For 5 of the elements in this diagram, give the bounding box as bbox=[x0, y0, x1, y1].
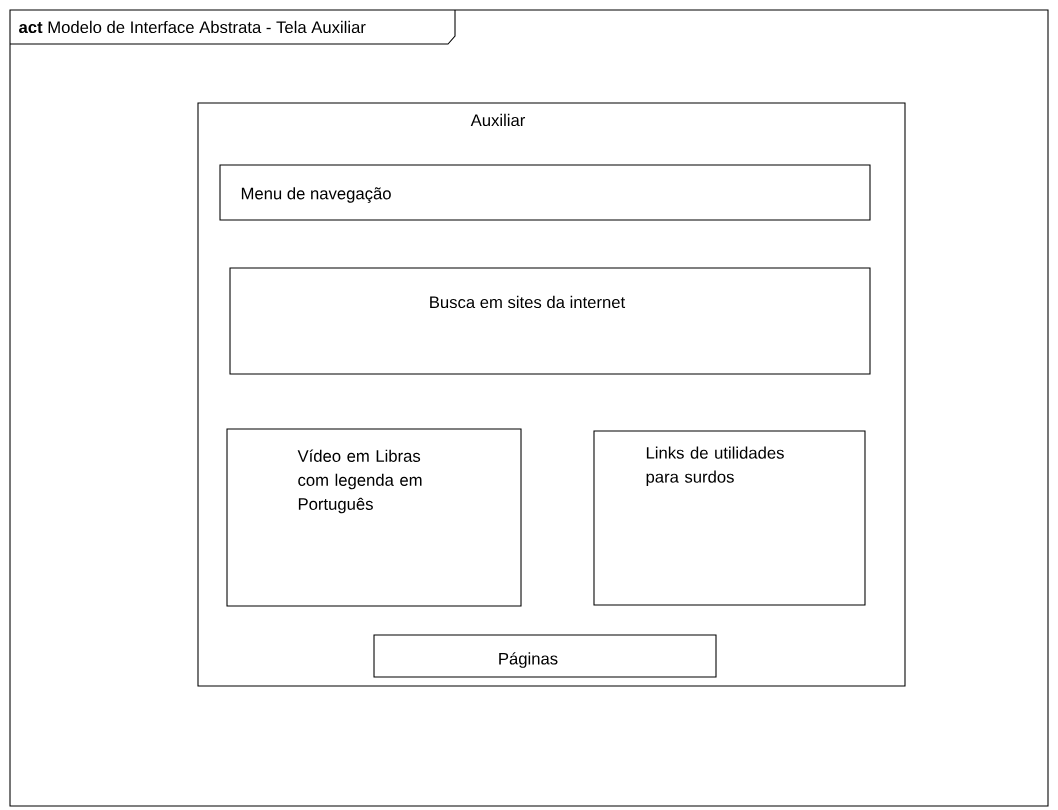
section-box: Links de utilidades para surdos bbox=[593, 430, 866, 606]
section-box: Vídeo em Libras com legenda em Português bbox=[226, 428, 522, 607]
section-box: Menu de navegação bbox=[219, 164, 871, 221]
section-box: Busca em sites da internet bbox=[229, 267, 871, 375]
section-box: Páginas bbox=[373, 634, 717, 678]
